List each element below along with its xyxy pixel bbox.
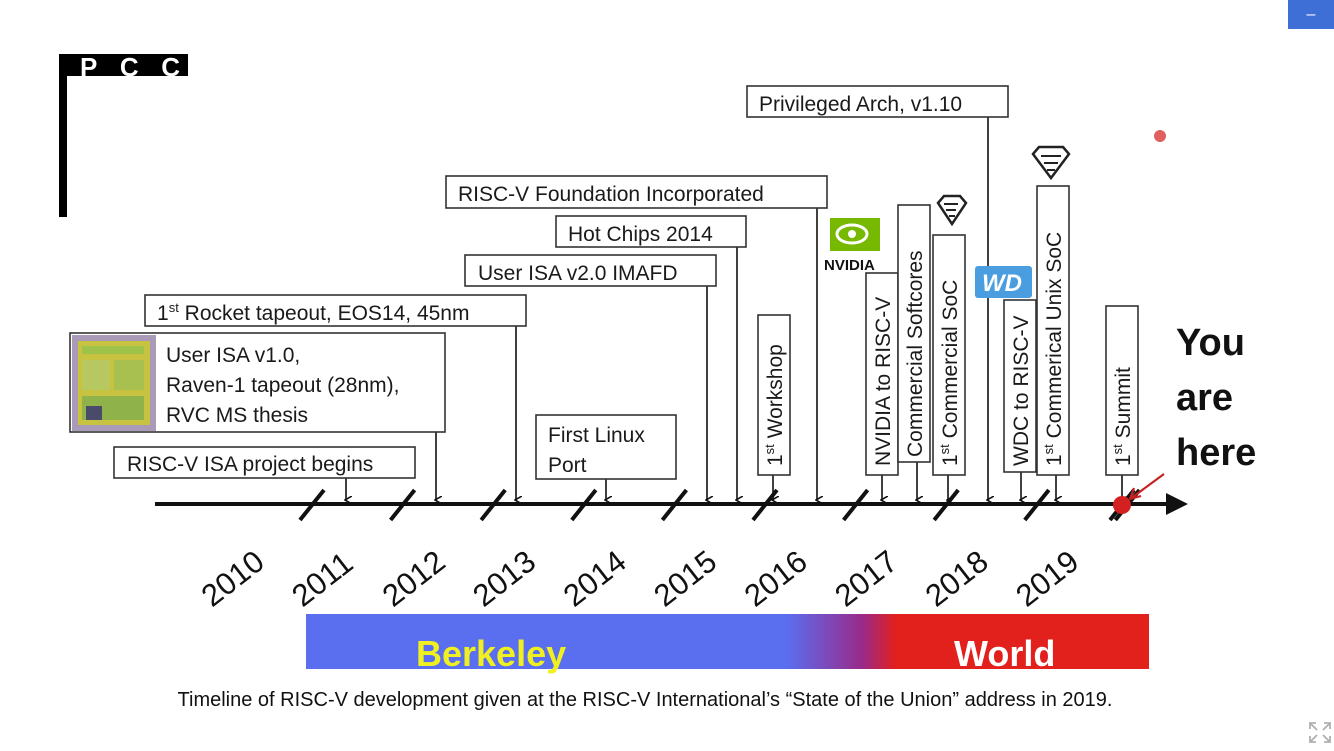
svg-text:1st Summit: 1st Summit — [1110, 367, 1135, 466]
box-privileged-arch: Privileged Arch, v1.10 — [746, 85, 1009, 118]
svg-text:1st Commercial SoC: 1st Commercial SoC — [937, 280, 962, 466]
wd-logo: WD — [975, 266, 1032, 298]
year-label: 2019 — [1009, 543, 1085, 613]
box-user-isa-v20: User ISA v2.0 IMAFD — [464, 254, 717, 287]
svg-text:NVIDIA: NVIDIA — [824, 257, 875, 274]
box-foundation: RISC-V Foundation Incorporated — [445, 175, 828, 209]
svg-text:Commercial Softcores: Commercial Softcores — [904, 250, 927, 457]
box-commercial-softcores: Commercial Softcores — [897, 204, 931, 463]
band-label-berkeley: Berkeley — [416, 633, 566, 674]
year-tick — [751, 488, 779, 522]
nvidia-logo: NVIDIA — [824, 218, 880, 274]
year-tick — [298, 488, 326, 522]
box-first-commercial-soc: 1st Commercial SoC — [932, 234, 966, 476]
svg-text:RISC-V Foundation Incorporated: RISC-V Foundation Incorporated — [458, 183, 764, 206]
svg-text:RISC-V ISA project begins: RISC-V ISA project begins — [127, 453, 373, 476]
year-tick — [932, 488, 960, 522]
box-rocket-tapeout: 1st Rocket tapeout, EOS14, 45nm — [144, 294, 527, 327]
box-user-isa-v10: User ISA v1.0, Raven-1 tapeout (28nm), R… — [69, 332, 446, 433]
svg-text:1st Rocket tapeout, EOS14, 45n: 1st Rocket tapeout, EOS14, 45nm — [157, 300, 469, 325]
svg-text:Privileged Arch, v1.10: Privileged Arch, v1.10 — [759, 93, 962, 116]
svg-text:You: You — [1176, 322, 1245, 364]
svg-text:Port: Port — [548, 454, 587, 477]
svg-text:1st Commerical Unix SoC: 1st Commerical Unix SoC — [1041, 232, 1066, 466]
you-are-here-arrow — [1128, 473, 1165, 501]
year-label: 2014 — [557, 543, 633, 613]
year-tick — [1023, 488, 1051, 522]
year-ticks — [298, 488, 1141, 522]
svg-text:WD: WD — [982, 270, 1022, 297]
band-label-world: World — [954, 633, 1055, 674]
year-label: 2016 — [738, 543, 814, 613]
svg-text:1st Workshop: 1st Workshop — [762, 344, 787, 466]
year-label: 2012 — [376, 543, 452, 613]
figure-caption: Timeline of RISC-V development given at … — [177, 689, 1113, 711]
box-first-summit: 1st Summit — [1105, 305, 1139, 476]
year-tick — [479, 488, 507, 522]
pcc-logo: PCC — [59, 52, 188, 217]
box-first-commercial-unix-soc: 1st Commerical Unix SoC — [1036, 185, 1070, 476]
svg-text:WDC to RISC-V: WDC to RISC-V — [1010, 315, 1033, 466]
chip-die-image — [72, 335, 156, 431]
pointer-dot — [1154, 130, 1166, 142]
svg-text:here: here — [1176, 432, 1256, 474]
year-label: 2018 — [919, 543, 995, 613]
sifive-logo-icon — [1031, 145, 1071, 181]
minimize-button[interactable]: – — [1288, 0, 1334, 29]
year-label: 2015 — [647, 543, 723, 613]
svg-text:NVIDIA to RISC-V: NVIDIA to RISC-V — [872, 297, 895, 466]
svg-text:are: are — [1176, 377, 1233, 419]
year-label: 2017 — [828, 543, 904, 613]
svg-text:First Linux: First Linux — [548, 424, 645, 447]
box-hot-chips: Hot Chips 2014 — [555, 215, 747, 248]
svg-text:Raven-1 tapeout (28nm),: Raven-1 tapeout (28nm), — [166, 374, 399, 397]
year-label: 2013 — [466, 543, 542, 613]
year-tick — [389, 488, 417, 522]
svg-text:User ISA v1.0,: User ISA v1.0, — [166, 344, 300, 367]
you-are-here-label: You are here — [1176, 322, 1256, 474]
sifive-logo-icon — [936, 194, 968, 227]
svg-text:User ISA v2.0 IMAFD: User ISA v2.0 IMAFD — [478, 262, 678, 285]
box-nvidia-to-riscv: NVIDIA to RISC-V — [865, 272, 899, 476]
box-wdc-to-riscv: WDC to RISC-V — [1003, 299, 1037, 473]
expand-icon[interactable] — [1306, 719, 1334, 746]
svg-text:Hot Chips 2014: Hot Chips 2014 — [568, 223, 713, 246]
timeline-axis — [155, 493, 1188, 515]
year-label: 2010 — [195, 543, 271, 613]
svg-text:PCC: PCC — [80, 52, 180, 82]
year-tick — [660, 488, 688, 522]
year-tick — [570, 488, 598, 522]
box-first-linux: First Linux Port — [535, 414, 677, 480]
era-band: Berkeley World — [306, 614, 1149, 674]
year-tick — [842, 488, 870, 522]
current-position-marker — [1113, 496, 1131, 514]
svg-text:RVC MS thesis: RVC MS thesis — [166, 404, 308, 427]
year-label: 2011 — [285, 545, 359, 614]
connector-lines — [346, 117, 1122, 500]
box-isa-begins: RISC-V ISA project begins — [113, 446, 416, 479]
box-first-workshop: 1st Workshop — [757, 314, 791, 476]
